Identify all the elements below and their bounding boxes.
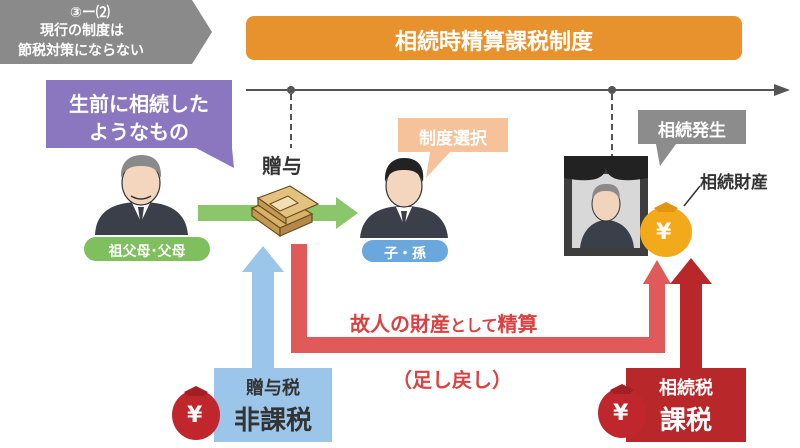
- grandparents-pill-label: 祖父母･父母: [108, 244, 186, 260]
- section-number: ③ー⑵: [70, 5, 110, 21]
- inheritance-callout-label: 相続発生: [658, 121, 726, 141]
- settle-label-part2: として: [450, 316, 498, 335]
- cash-bundle-icon: [250, 185, 320, 238]
- inheritance-tax-box: [626, 368, 746, 442]
- gift-tax-arrow-shaft: [252, 270, 274, 370]
- gift-tax-money-bag-icon: [172, 386, 220, 440]
- inheritance-tax-arrow-shaft: [680, 282, 702, 372]
- inheritance-tax-arrow-head: [670, 258, 712, 284]
- section-badge-shape: [0, 0, 212, 64]
- gift-tax-yen-symbol: ¥: [187, 403, 203, 428]
- inheritance-yen-symbol: ¥: [656, 220, 672, 245]
- section-badge-line2: 節税対策にならない: [18, 43, 144, 59]
- title-bar: [246, 16, 742, 60]
- inheritance-callout-box: [638, 110, 746, 144]
- section-badge-line1: 現行の制度は: [40, 23, 124, 39]
- lifetime-callout-tail: [196, 148, 234, 168]
- timeline-arrowhead: [774, 84, 790, 96]
- gift-tax-status: 非課税: [233, 406, 312, 436]
- lifetime-callout-box: [46, 80, 232, 148]
- inheritance-money-bag-icon: [640, 185, 701, 257]
- settle-label-part1: 故人の財産: [350, 312, 450, 336]
- children-pill: [362, 240, 448, 262]
- choice-callout-box: [398, 118, 508, 152]
- inheritance-tax-status: 課税: [659, 406, 712, 436]
- inheritance-tax-yen-symbol: ¥: [613, 401, 629, 426]
- grandparents-pill: [84, 237, 210, 261]
- settle-arrow-head: [643, 260, 671, 284]
- grandparent-person-icon: [95, 155, 188, 235]
- page-title: 相続時精算課税制度: [394, 30, 593, 55]
- inheritance-tax-label: 相続税: [659, 378, 713, 399]
- settle-label-part3: 精算: [497, 312, 538, 336]
- choice-callout-label: 制度選択: [419, 129, 487, 149]
- settle-label: 故人の財産として精算: [350, 308, 538, 337]
- lifetime-callout-line2: ようなもの: [89, 120, 189, 144]
- child-person-icon: [360, 158, 448, 238]
- memorial-portrait-icon: [564, 156, 648, 256]
- timeline-marker-gift: [287, 86, 295, 94]
- lifetime-callout-line1: 生前に相続した: [69, 92, 209, 116]
- children-pill-label: 子・孫: [384, 246, 426, 262]
- inheritance-tax-money-bag-icon: [598, 384, 646, 438]
- choice-callout-tail: [426, 152, 450, 178]
- gift-flow-arrow-head: [336, 197, 358, 229]
- gift-tax-box: [214, 368, 332, 442]
- gift-tax-arrow-head: [242, 246, 284, 272]
- add-back-label: （足し戻し）: [392, 368, 512, 392]
- inheritance-callout-tail: [656, 144, 676, 166]
- gift-label: 贈与: [262, 154, 302, 178]
- timeline-marker-inheritance: [608, 86, 616, 94]
- gift-tax-label: 贈与税: [246, 378, 300, 399]
- inherited-property-label: 相続財産: [700, 173, 768, 193]
- settle-arrow-path: [291, 244, 665, 353]
